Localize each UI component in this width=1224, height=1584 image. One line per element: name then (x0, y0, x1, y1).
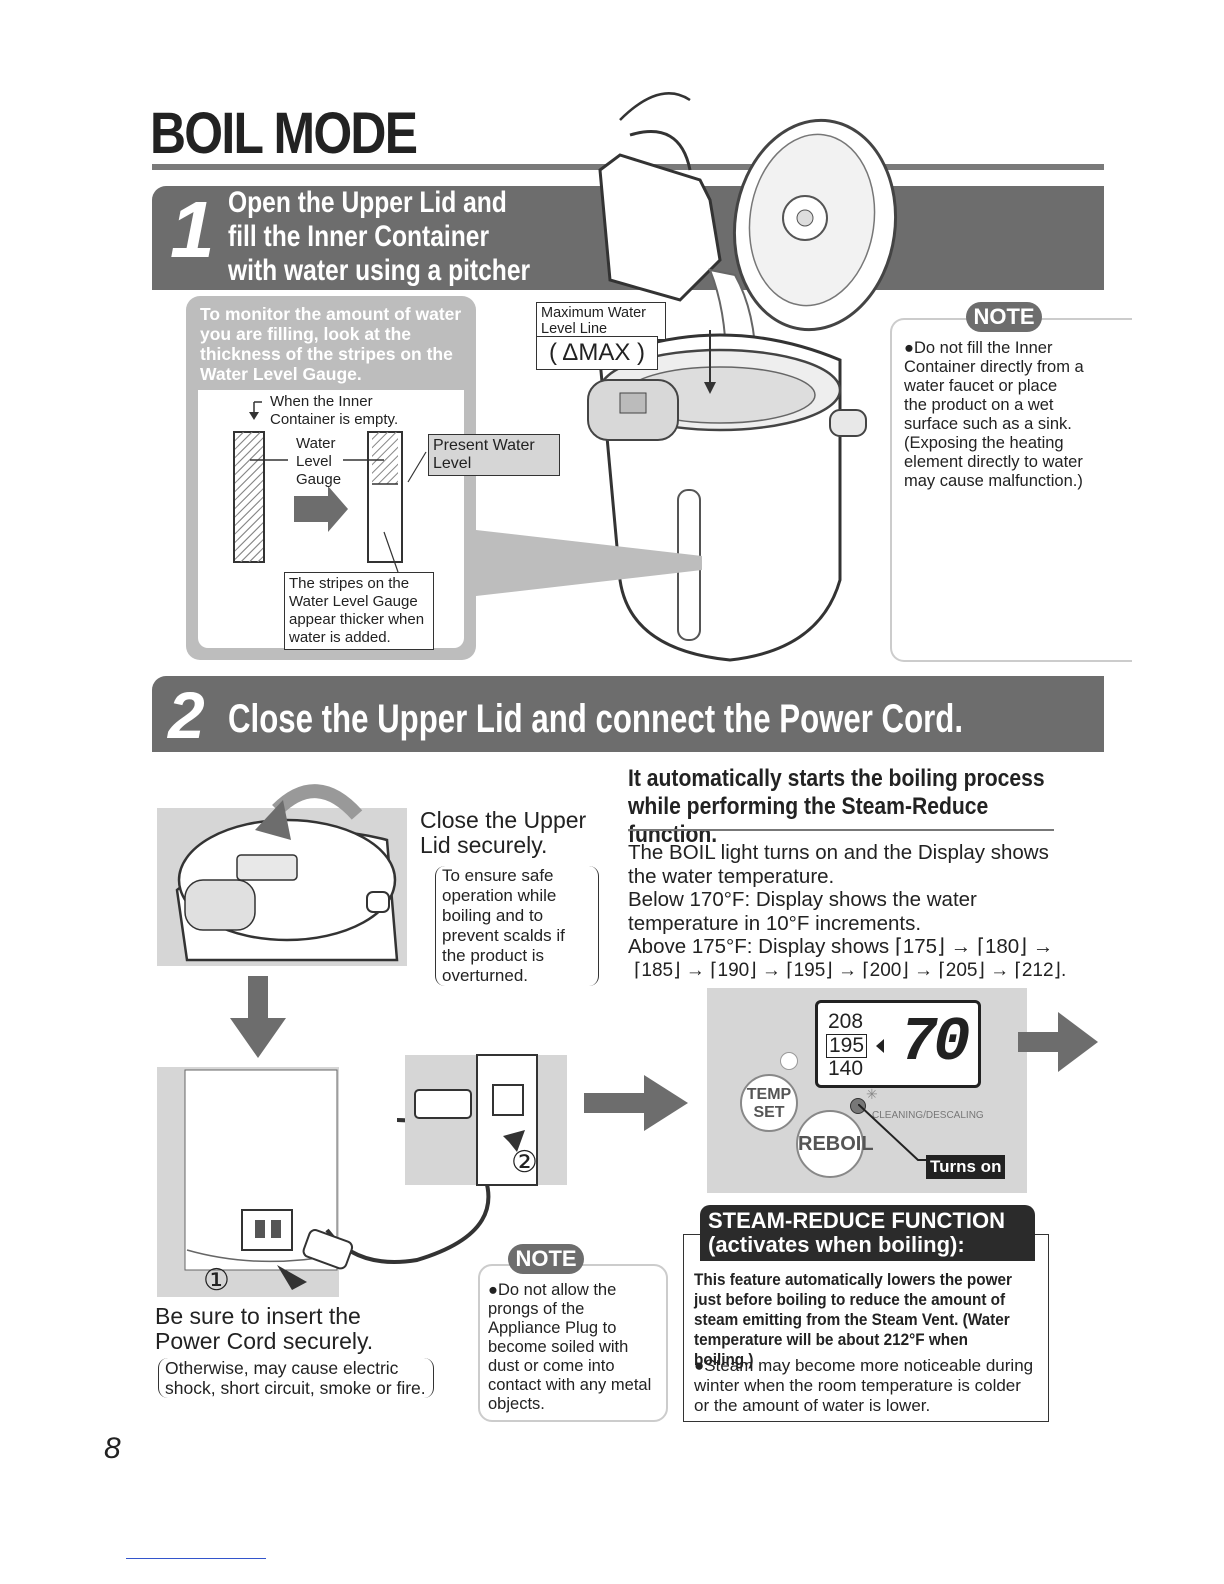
step2-band (152, 676, 1104, 752)
temp-set-button[interactable]: TEMP SET (740, 1074, 798, 1132)
cleaning-label: CLEANING/DESCALING (872, 1110, 984, 1121)
present-water-level-label: Present Water Level (428, 434, 560, 476)
water-level-gauge-diagram (233, 401, 427, 573)
gauge-label: Water Level Gauge (296, 435, 342, 488)
close-lid-reason: To ensure safe operation while boiling a… (435, 866, 599, 986)
turns-on-label: Turns on (926, 1155, 1006, 1179)
cleaning-light (850, 1098, 866, 1114)
max-water-level-label: Maximum Water Level Line (536, 302, 666, 340)
callout-connector (476, 530, 702, 596)
kettle-fill-illustration (587, 92, 898, 662)
down-arrow (230, 976, 286, 1058)
auto-heading-rule (628, 829, 1054, 831)
page-title: BOIL MODE (150, 101, 418, 166)
temp-195: 195 (826, 1034, 868, 1058)
step1-number: 1 (170, 185, 215, 274)
page-number: 8 (104, 1432, 121, 1465)
step2-number: 2 (168, 678, 205, 752)
panel-right-arrow-stem (1018, 1032, 1060, 1052)
temp-pointer (876, 1039, 884, 1053)
close-lid-illustration (175, 784, 399, 962)
turns-on-leader (858, 1104, 926, 1161)
marker-2: ② (511, 1146, 538, 1179)
temperature-display: 70 (900, 1007, 970, 1078)
footer-link-line (126, 1558, 266, 1559)
boil-light-text: The BOIL light turns on and the Display … (628, 841, 1049, 888)
panel-right-arrow (1058, 1012, 1098, 1072)
display-frame (815, 1000, 981, 1088)
steam-bullet: ●Steam may become more noticeable during… (694, 1356, 1034, 1415)
steam-title: STEAM-REDUCE FUNCTION (activates when bo… (700, 1205, 1035, 1261)
power-cord-illustration (184, 1054, 567, 1290)
auto-heading: It automatically starts the boiling proc… (628, 765, 1045, 848)
above-175-text: Above 175°F: Display shows ⌈175⌋ → ⌈180⌋… (628, 935, 1054, 958)
temp-140: 140 (828, 1057, 864, 1080)
indicator-light (780, 1052, 798, 1070)
insert-cord-text: Be sure to insert the Power Cord securel… (155, 1303, 374, 1354)
note1-text: ●Do not fill the Inner Container directl… (904, 339, 1084, 490)
stripes-note: The stripes on the Water Level Gauge app… (284, 572, 434, 650)
close-lid-text: Close the Upper Lid securely. (420, 807, 587, 858)
above-175-cont: ⌈185⌋ → ⌈190⌋ → ⌈195⌋ → ⌈200⌋ → ⌈205⌋ → … (634, 960, 1067, 981)
max-mark: ( ΔMAX ) (536, 336, 658, 370)
insert-cord-reason: Otherwise, may cause electric shock, sho… (158, 1358, 434, 1398)
empty-label: When the Inner Container is empty. (270, 393, 399, 428)
marker-1: ① (203, 1264, 230, 1297)
reboil-button[interactable]: REBOIL (796, 1110, 874, 1178)
sparkle-icon: ✳ (866, 1086, 878, 1102)
steam-bold-text: This feature automatically lowers the po… (694, 1270, 1012, 1369)
note1-title: NOTE (966, 302, 1042, 332)
step2-heading: Close the Upper Lid and connect the Powe… (228, 697, 964, 741)
note2-title: NOTE (508, 1244, 584, 1274)
note2-text: ●Do not allow the prongs of the Applianc… (488, 1281, 652, 1413)
right-arrow (584, 1075, 688, 1131)
monitor-tip: To monitor the amount of water you are f… (200, 304, 462, 384)
below-170-text: Below 170°F: Display shows the water tem… (628, 888, 977, 935)
temp-208: 208 (828, 1010, 864, 1033)
